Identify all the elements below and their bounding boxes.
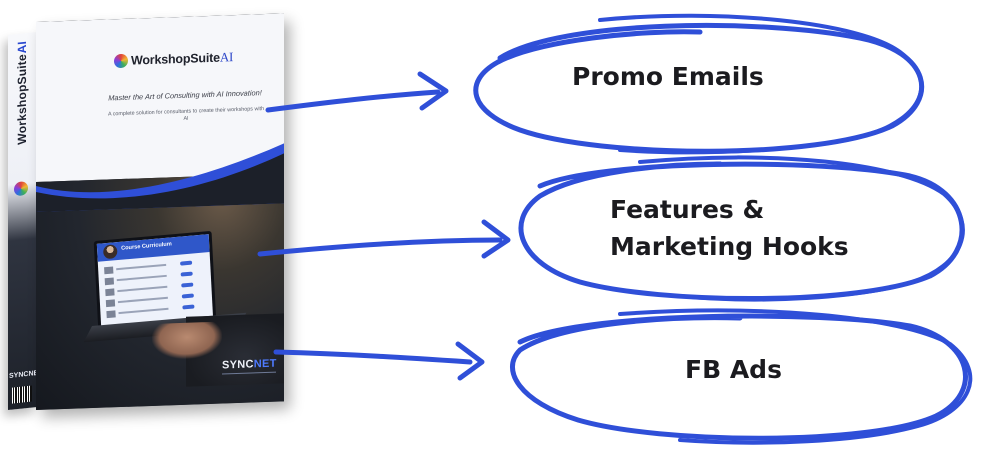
callout-features-line2: Marketing Hooks xyxy=(610,232,849,261)
product-box-front: WorkshopSuiteAI Master the Art of Consul… xyxy=(36,13,284,410)
barcode-icon xyxy=(12,385,32,404)
person-hand xyxy=(152,321,222,360)
callout-features-marketing-hooks: Features & Marketing Hooks xyxy=(610,191,849,265)
callout-fb-ads: FB Ads xyxy=(685,355,782,384)
box-blue-wave xyxy=(36,143,284,212)
arrow-fb-ads xyxy=(273,349,473,365)
arrow-head-promo xyxy=(417,71,449,111)
arrow-features xyxy=(257,237,503,257)
callout-features-line1: Features & xyxy=(610,195,765,224)
brand-logo-icon xyxy=(114,53,128,69)
publisher-logo: SYNCNET xyxy=(222,357,277,372)
arrow-head-features xyxy=(481,219,511,259)
arrow-promo-emails xyxy=(265,89,441,113)
arrow-head-fb xyxy=(455,341,485,381)
product-box-spine: WorkshopSuiteAI SYNCNET xyxy=(8,32,42,411)
callout-promo-emails: Promo Emails xyxy=(572,62,764,91)
